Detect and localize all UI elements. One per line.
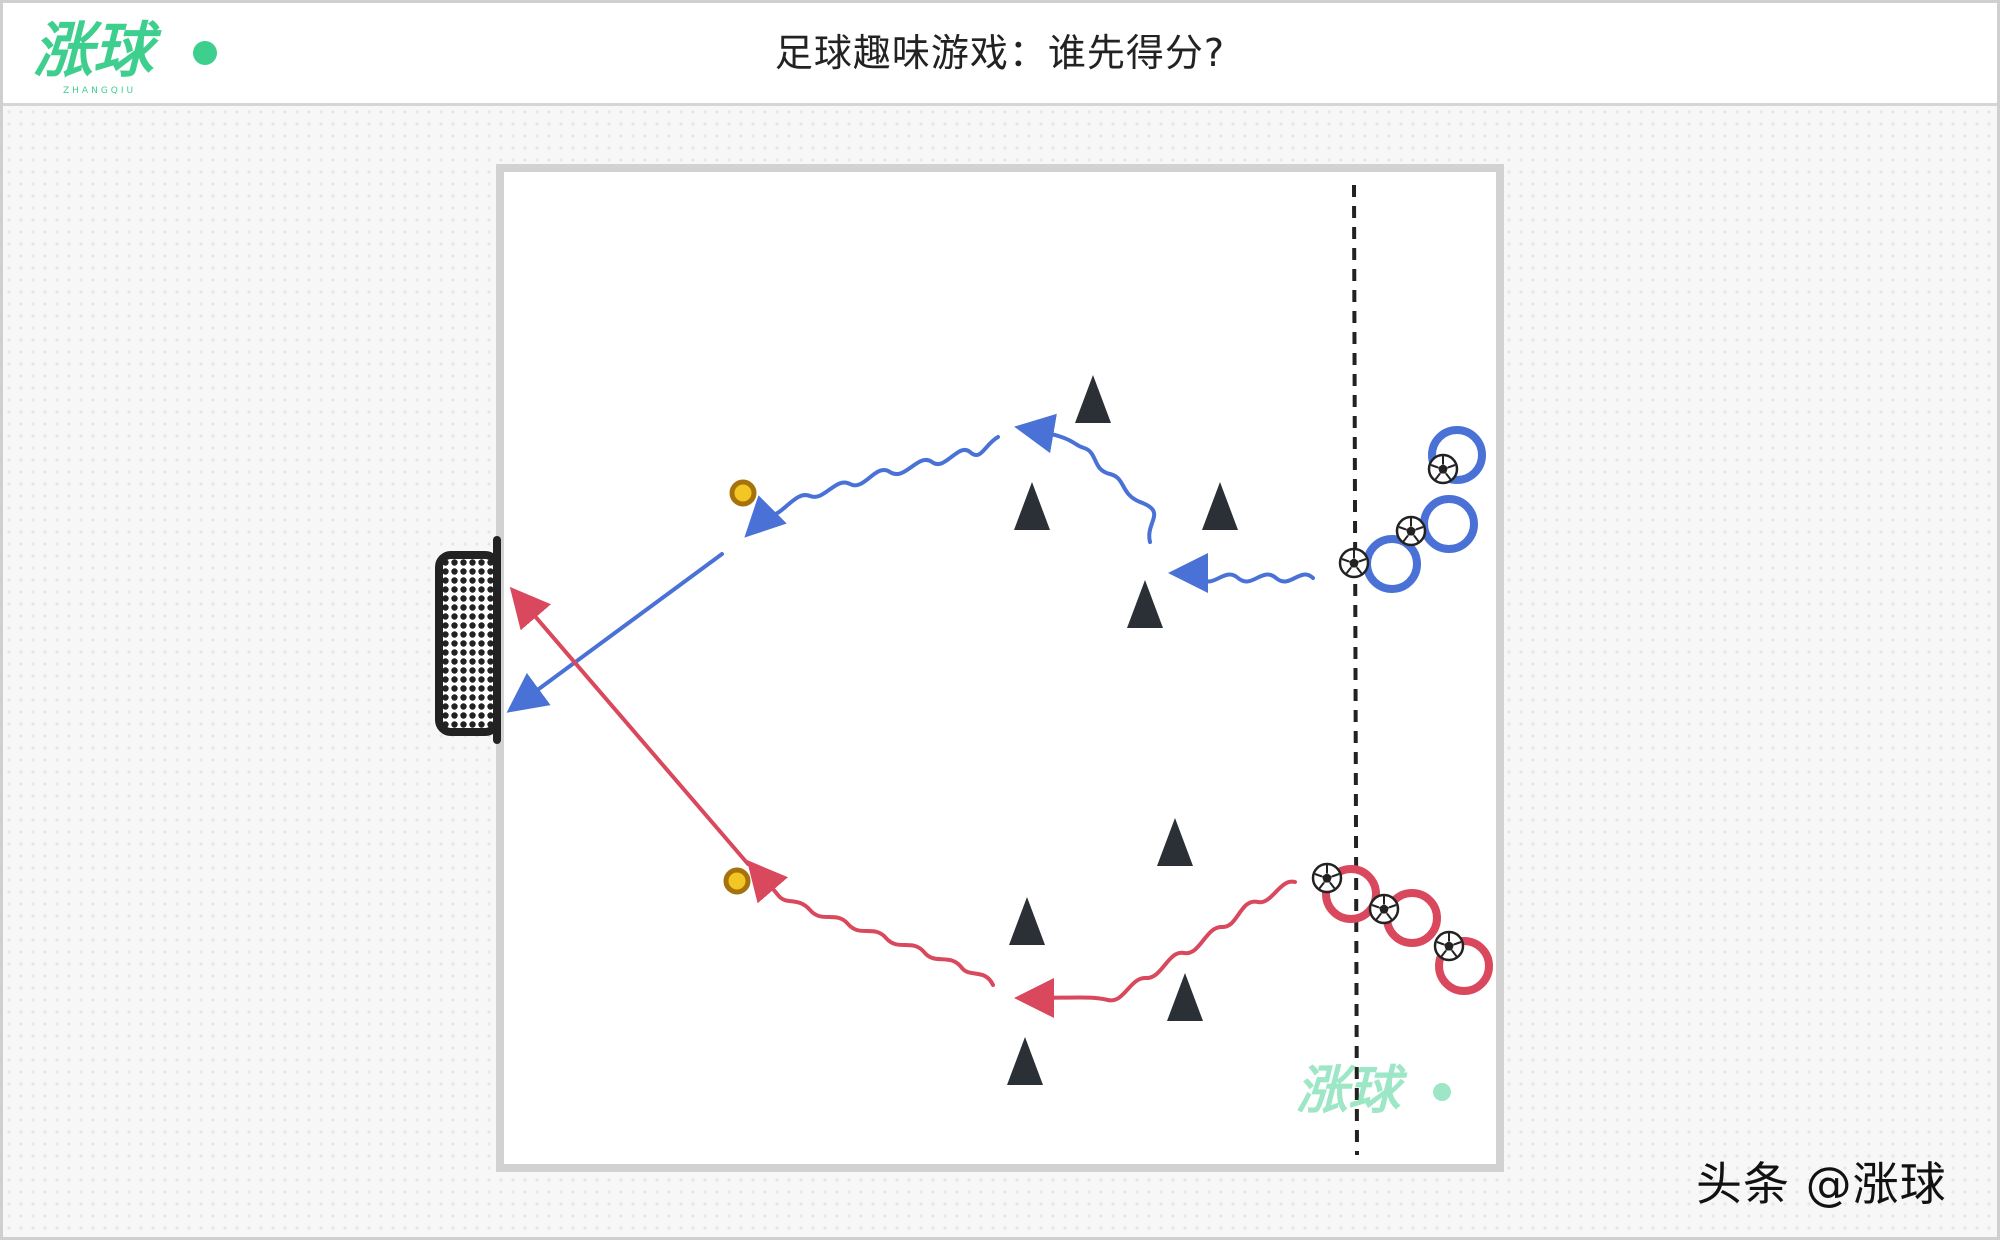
cone-icon bbox=[1075, 375, 1111, 423]
start-line bbox=[1352, 184, 1359, 1156]
logo-ball-icon bbox=[193, 41, 217, 65]
logo-subtext: ZHANGQIU bbox=[63, 86, 136, 96]
header-bar: 足球趣味游戏：谁先得分? 涨球 ZHANGQIU bbox=[3, 3, 1997, 106]
cone-icon bbox=[1127, 580, 1163, 628]
blue-dribble-path-2 bbox=[1014, 413, 1157, 544]
logo-wordmark: 涨球 bbox=[33, 16, 162, 86]
ball-icon bbox=[1395, 515, 1427, 547]
blue-dribble-path-1 bbox=[1168, 552, 1315, 593]
cone-icon bbox=[1167, 973, 1203, 1021]
marker-disc-icon bbox=[729, 479, 757, 507]
zhangqiu-logo: 涨球 ZHANGQIU bbox=[33, 16, 217, 96]
marker-disc-icon bbox=[723, 867, 751, 895]
cone-icon bbox=[1202, 482, 1238, 530]
blue-player-icon bbox=[1428, 426, 1486, 484]
ball-icon bbox=[1368, 893, 1400, 925]
red-shot-arrow bbox=[509, 586, 750, 866]
cone-icon bbox=[1009, 897, 1045, 945]
watermark-ball-icon bbox=[1433, 1083, 1451, 1101]
ball-icon bbox=[1433, 930, 1465, 962]
ball-icon bbox=[1338, 547, 1370, 579]
red-team-paths bbox=[509, 586, 1297, 1018]
ball-icon bbox=[1311, 862, 1343, 894]
pitch-area bbox=[496, 164, 1504, 1172]
red-player-icon bbox=[1435, 937, 1493, 995]
blue-team-paths bbox=[506, 413, 1315, 713]
goal-icon bbox=[435, 536, 501, 744]
cone-icon bbox=[1157, 818, 1193, 866]
source-credit: 头条 @涨球 bbox=[1696, 1157, 1947, 1211]
blue-shot-arrow bbox=[506, 552, 724, 713]
red-player-icon bbox=[1322, 865, 1380, 923]
watermark-logo: 涨球 bbox=[1296, 1061, 1451, 1121]
ball-icon bbox=[1427, 453, 1459, 485]
watermark-logo-text: 涨球 bbox=[1296, 1061, 1408, 1121]
page-title: 足球趣味游戏：谁先得分? bbox=[774, 31, 1226, 75]
cone-icon bbox=[1007, 1037, 1043, 1085]
red-dribble-path-2 bbox=[746, 859, 995, 987]
red-dribble-path-1 bbox=[1014, 879, 1297, 1018]
cones bbox=[1007, 375, 1238, 1085]
cone-icon bbox=[1014, 482, 1050, 530]
blue-dribble-path-3 bbox=[744, 435, 1000, 538]
